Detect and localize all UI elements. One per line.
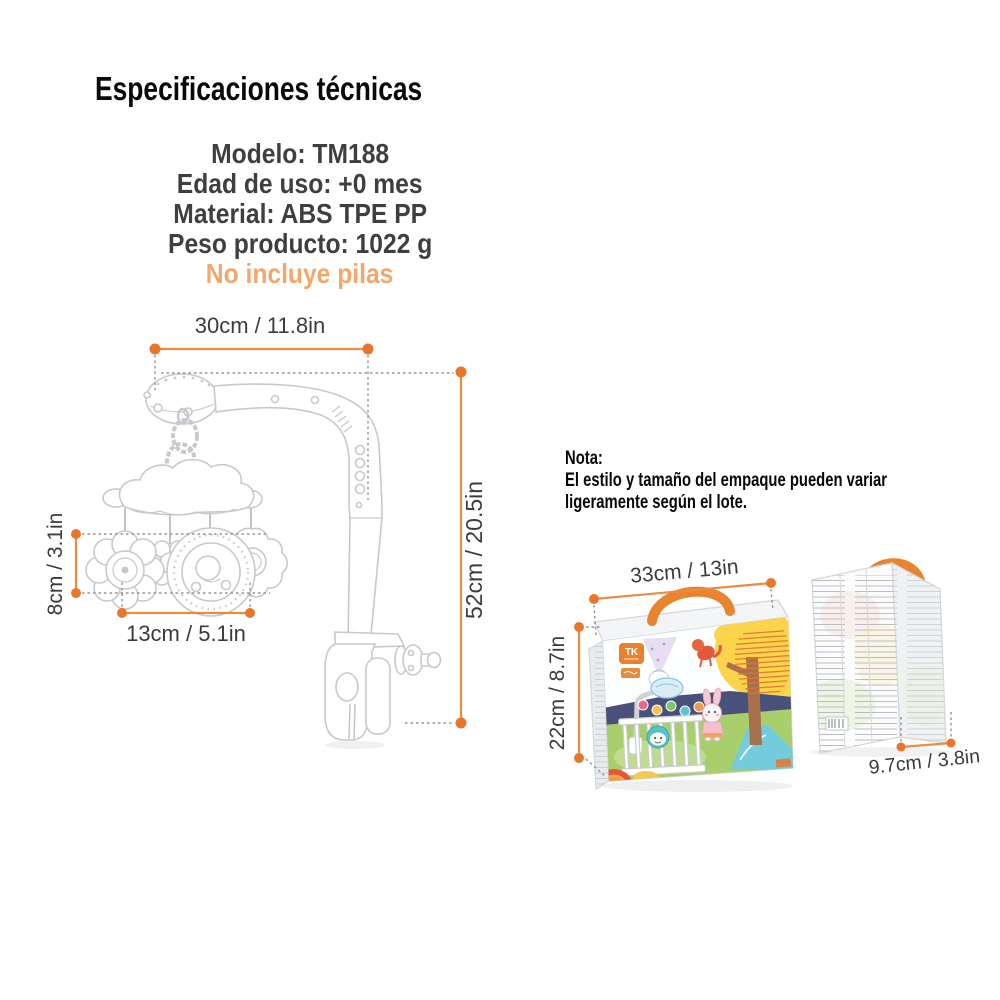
spec-list: Modelo: TM188 Edad de uso: +0 mes Materi… xyxy=(100,139,500,289)
package-dimension-diagram: TK xyxy=(546,555,981,792)
speaker-holes-icon xyxy=(156,375,211,387)
package-measure-endpoints xyxy=(574,578,956,763)
bunny-character xyxy=(701,687,724,742)
package-measure-lines xyxy=(577,581,952,758)
spec-age: Edad de uso: +0 mes xyxy=(177,168,423,199)
spec-model: Modelo: TM188 xyxy=(211,138,389,169)
page-title: Especificaciones técnicas xyxy=(95,70,504,108)
box-depth-measure-line xyxy=(900,741,952,749)
front-box-drawing: TK xyxy=(588,586,794,791)
cloud-toy xyxy=(650,677,684,699)
product-dimension-diagram: 30cm / 11.8in 52cm / 20.5in 8cm / 3.1in … xyxy=(44,313,487,749)
brand-logo: TK xyxy=(619,643,644,678)
package-note: Nota: El estilo y tamaño del empaque pue… xyxy=(565,448,978,514)
arm-height-dimension-label: 52cm / 20.5in xyxy=(461,481,487,619)
toy-height-dimension-label: 8cm / 3.1in xyxy=(44,513,67,616)
cloud-canopy-drawing xyxy=(102,458,263,516)
mobile-arm-drawing xyxy=(143,373,442,749)
control-buttons-icon xyxy=(354,444,366,509)
tree-foliage xyxy=(715,617,793,696)
fox-character xyxy=(692,639,722,668)
measure-lines xyxy=(74,347,463,723)
note-line2: ligeramente según el lote. xyxy=(565,492,748,513)
vent-slots-icon xyxy=(331,405,353,433)
projector-light xyxy=(643,637,677,677)
arm-width-dimension-label: 30cm / 11.8in xyxy=(195,313,325,338)
guide-lines xyxy=(82,355,454,724)
crib-clamp-drawing xyxy=(324,631,442,749)
box-text-paragraph xyxy=(734,630,791,695)
box-width-measure-line xyxy=(593,581,772,601)
drum-toy-icon xyxy=(166,527,256,617)
measure-endpoints xyxy=(71,343,467,729)
box-height-dimension-label: 22cm / 8.7in xyxy=(546,636,569,750)
back-box-shadow xyxy=(810,747,950,757)
front-box-shadow xyxy=(603,780,793,792)
note-heading: Nota: xyxy=(565,448,603,469)
box-width-dimension-label: 33cm / 13in xyxy=(629,555,739,587)
front-box-artwork: TK xyxy=(603,617,793,781)
small-brand-tag xyxy=(775,758,792,768)
page-title-text: Especificaciones técnicas xyxy=(95,70,423,107)
back-box-print xyxy=(812,568,900,753)
flower-toy-icon xyxy=(85,530,165,610)
front-box-logo: TK xyxy=(625,647,639,658)
river xyxy=(730,725,793,770)
front-box-handle xyxy=(647,586,735,626)
spec-material: Material: ABS TPE PP xyxy=(173,198,427,229)
hanging-toys-drawing xyxy=(85,527,289,617)
teal-character xyxy=(646,725,670,749)
back-box-drawing xyxy=(811,558,947,754)
back-box-side-print xyxy=(892,563,946,743)
spec-weight: Peso producto: 1022 g xyxy=(167,228,433,259)
note-line1: El estilo y tamaño del empaque pueden va… xyxy=(565,470,888,491)
package-guide-lines xyxy=(585,588,952,778)
toy-width-dimension-label: 13cm / 5.1in xyxy=(126,621,246,646)
spec-batteries: No incluye pilas xyxy=(206,258,394,289)
